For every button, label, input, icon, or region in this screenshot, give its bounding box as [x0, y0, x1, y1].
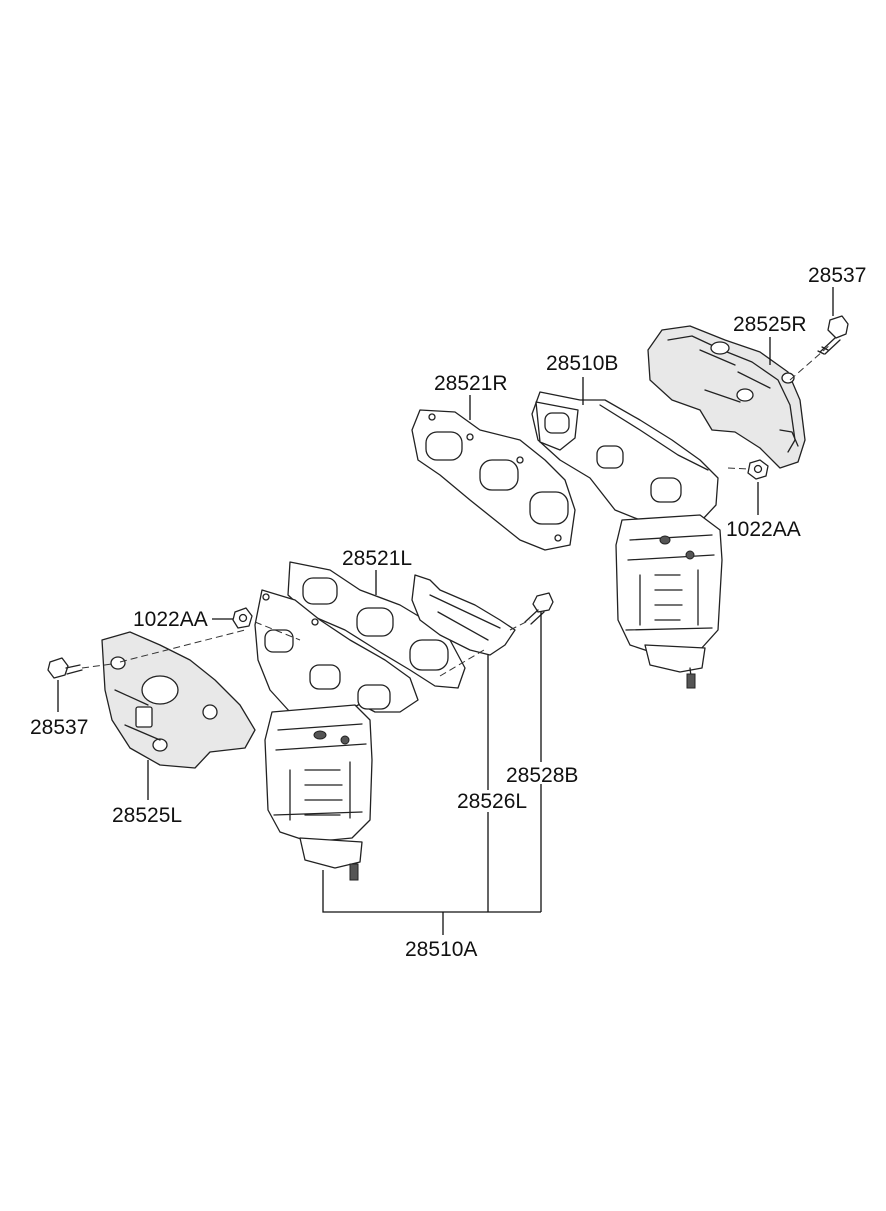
- heat-shield-right: [647, 325, 806, 469]
- label-bolt-right: 28537: [808, 264, 866, 287]
- exhaust-manifold-left: [254, 589, 419, 881]
- bracket-left: [411, 574, 516, 656]
- label-nut-left: 1022AA: [133, 608, 208, 631]
- label-heat-shield-right: 28525R: [733, 313, 807, 336]
- label-bracket: 28526L: [457, 790, 527, 813]
- label-manifold-right: 28510B: [546, 352, 618, 375]
- label-heat-shield-left: 28525L: [112, 804, 182, 827]
- heat-shield-left: [101, 631, 256, 769]
- label-bolt-left: 28537: [30, 716, 88, 739]
- nut-left: [232, 607, 253, 629]
- exhaust-manifold-right: [531, 391, 723, 689]
- nut-right: [747, 459, 769, 480]
- bolt-left: [47, 657, 83, 679]
- bolt-right: [817, 315, 849, 355]
- gasket-left: [287, 561, 466, 689]
- gasket-right: [411, 409, 576, 551]
- label-nut-right: 1022AA: [726, 518, 801, 541]
- leader-lines: [57, 287, 834, 935]
- label-assembly: 28510A: [405, 938, 477, 961]
- stud-bolt-left: [524, 592, 554, 625]
- label-gasket-left: 28521L: [342, 547, 412, 570]
- label-gasket-right: 28521R: [434, 372, 508, 395]
- label-stud-bolt: 28528B: [506, 764, 578, 787]
